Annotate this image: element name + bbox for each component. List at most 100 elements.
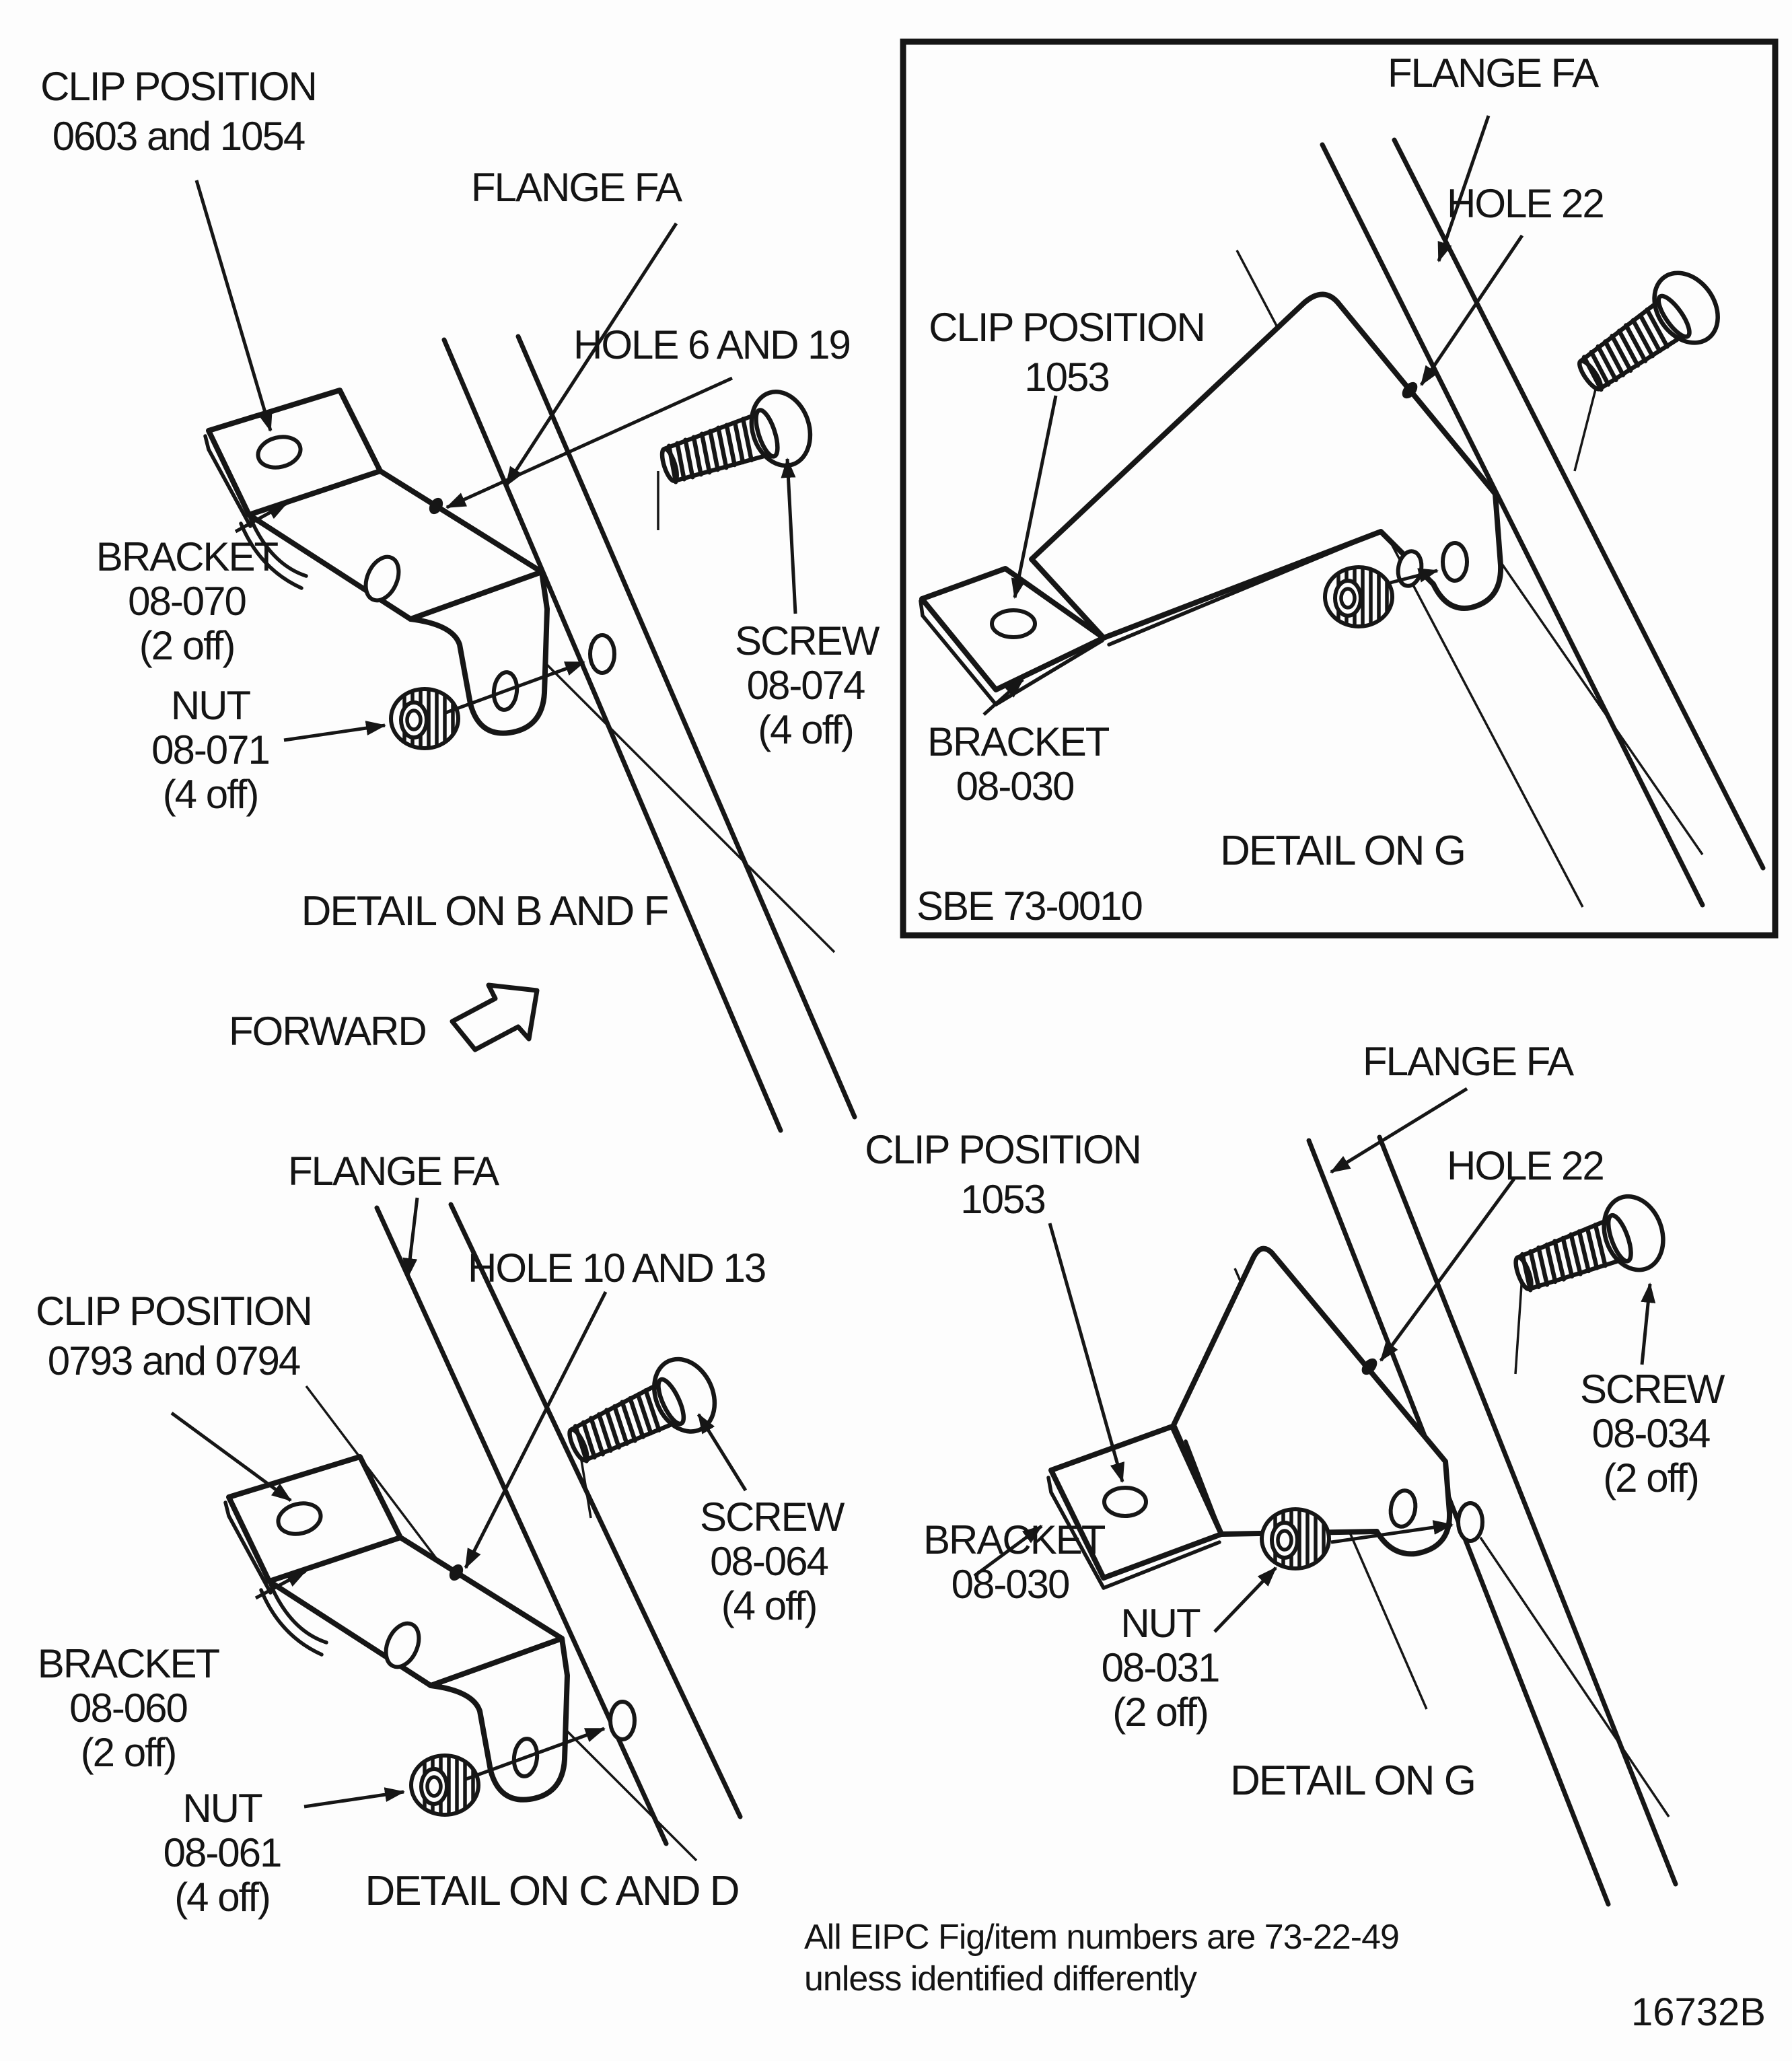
bf-screw-name: SCREW [735, 618, 880, 663]
cd-screw-label: SCREW 08-064 (4 off) [700, 1494, 845, 1628]
g-bracket-leader [973, 1524, 1043, 1578]
bf-nut [391, 689, 458, 748]
bf-bracket-part-number: 08-070 [128, 579, 247, 624]
cd-clip-position-line1: CLIP POSITION [36, 1289, 313, 1334]
cd-leader-arrows [170, 1197, 748, 1809]
cd-bracket-part-number: 08-060 [69, 1686, 188, 1731]
cd-axis-lines [564, 1451, 698, 1862]
bf-hole-leader [445, 376, 733, 509]
g-screw-name: SCREW [1580, 1367, 1725, 1412]
gboxed-nut [1325, 567, 1392, 626]
g-hole-leader [1379, 1178, 1516, 1362]
forward-label: FORWARD [229, 1009, 427, 1054]
bf-bracket-leader [234, 501, 288, 534]
bf-flange-label: FLANGE FA [471, 165, 682, 210]
bf-nut-name: NUT [170, 683, 251, 728]
gboxed-hole22-mark [1402, 382, 1418, 399]
gboxed-bracket [919, 291, 1504, 707]
cd-clip-position-line2: 0793 and 0794 [47, 1338, 301, 1383]
bf-screw-qty: (4 off) [758, 707, 855, 752]
gboxed-clip-position-label: CLIP POSITION 1053 [925, 303, 1208, 402]
g-nut-qty: (2 off) [1112, 1690, 1209, 1735]
g-bracket-part-number: 08-030 [951, 1562, 1071, 1607]
cd-nut-label: NUT 08-061 (4 off) [148, 1786, 296, 1920]
bf-flange-lines [441, 334, 857, 1133]
footer-note-line2: unless identified differently [804, 1959, 1197, 1998]
bf-screw-leader [781, 458, 797, 614]
g-nut-label: NUT 08-031 (2 off) [1089, 1601, 1231, 1735]
cd-bracket-qty: (2 off) [80, 1730, 178, 1775]
gboxed-detail-art [900, 38, 1779, 939]
cd-clip-hole [276, 1501, 323, 1536]
figure-number: 16732B [1631, 1990, 1766, 2034]
g-clip-position-label: CLIP POSITION 1053 [865, 1125, 1142, 1225]
g-screw-leader [1640, 1282, 1656, 1365]
bf-clip-position-line2: 0603 and 1054 [52, 114, 306, 159]
cd-flange-label: FLANGE FA [288, 1149, 499, 1194]
gboxed-bolt-axis-arrow [1390, 568, 1439, 585]
g-hole22-mark [1361, 1358, 1377, 1375]
bf-bracket-label: BRACKET 08-070 (2 off) [91, 535, 283, 668]
gboxed-clip-hole [990, 608, 1037, 639]
g-screw-qty: (2 off) [1603, 1455, 1700, 1500]
gboxed-clip-position-line2: 1053 [1024, 355, 1110, 400]
g-detail-art [973, 1087, 1678, 1907]
g-nut-part-number: 08-031 [1101, 1645, 1221, 1690]
gboxed-caption: DETAIL ON G [1220, 828, 1466, 874]
gboxed-flange-leader [1437, 115, 1491, 262]
gboxed-washer [1443, 543, 1467, 581]
g-screw-part-number: 08-034 [1591, 1411, 1711, 1456]
gboxed-clip-leader [1011, 395, 1058, 599]
footer-note: All EIPC Fig/item numbers are 73-22-49 u… [804, 1916, 1400, 2000]
bf-clip-position-label: CLIP POSITION 0603 and 1054 [27, 62, 330, 161]
bf-screw-label: SCREW 08-074 (4 off) [735, 618, 880, 752]
g-axis-lines [1479, 1274, 1670, 1817]
g-nut-leader [1213, 1566, 1277, 1633]
cd-bolt-axis-arrow [464, 1727, 606, 1782]
g-flange-label: FLANGE FA [1363, 1039, 1574, 1084]
g-nut [1262, 1509, 1329, 1568]
bf-flange-leader [504, 222, 678, 487]
bf-clip-hole [256, 435, 303, 470]
gboxed-leader-arrows [982, 115, 1524, 716]
cd-nut [411, 1756, 478, 1815]
g-bracket [1046, 1245, 1453, 1590]
cd-bracket-name: BRACKET [37, 1641, 220, 1686]
g-caption: DETAIL ON G [1230, 1758, 1476, 1804]
bf-bracket [203, 388, 550, 736]
cd-flange-hole-mark [449, 1564, 464, 1581]
bf-clip-position-line1: CLIP POSITION [40, 64, 318, 109]
g-clip-hole [1102, 1486, 1148, 1518]
gboxed-clip-position-line1: CLIP POSITION [929, 305, 1206, 350]
bf-flange-hole-mark [429, 497, 443, 515]
cd-clip-leader [170, 1411, 292, 1503]
g-bracket-label: BRACKET 08-030 [923, 1518, 1106, 1607]
gboxed-axis-lines [1496, 386, 1704, 855]
cd-hole-label: HOLE 10 AND 13 [468, 1245, 766, 1291]
g-leader-arrows [973, 1087, 1656, 1633]
cd-screw-part-number: 08-064 [710, 1539, 829, 1584]
bf-hole-label: HOLE 6 AND 19 [573, 322, 851, 367]
bf-nut-part-number: 08-071 [151, 727, 271, 772]
cd-nut-qty: (4 off) [174, 1875, 271, 1920]
gboxed-bracket-leader [982, 678, 1024, 716]
forward-arrow-icon [450, 982, 540, 1052]
gboxed-hole-label: HOLE 22 [1447, 181, 1605, 226]
gboxed-screw [1564, 261, 1731, 409]
footer-note-line1: All EIPC Fig/item numbers are 73-22-49 [804, 1918, 1400, 1957]
cd-nut-name: NUT [182, 1786, 262, 1831]
cd-screw-name: SCREW [700, 1494, 845, 1540]
bf-detail-art [194, 180, 857, 1133]
gboxed-bracket-name: BRACKET [927, 719, 1110, 764]
cd-caption: DETAIL ON C AND D [365, 1868, 740, 1914]
cd-nut-part-number: 08-061 [163, 1830, 283, 1875]
cd-screw-qty: (4 off) [721, 1583, 818, 1628]
cd-clip-position-label: CLIP POSITION 0793 and 0794 [19, 1287, 328, 1386]
cd-washer [610, 1702, 635, 1739]
cd-flange-leader [402, 1197, 419, 1278]
cd-bracket [223, 1454, 570, 1803]
bf-bracket-qty: (2 off) [139, 623, 236, 668]
g-clip-position-line2: 1053 [960, 1177, 1046, 1222]
bf-caption: DETAIL ON B AND F [301, 888, 670, 935]
